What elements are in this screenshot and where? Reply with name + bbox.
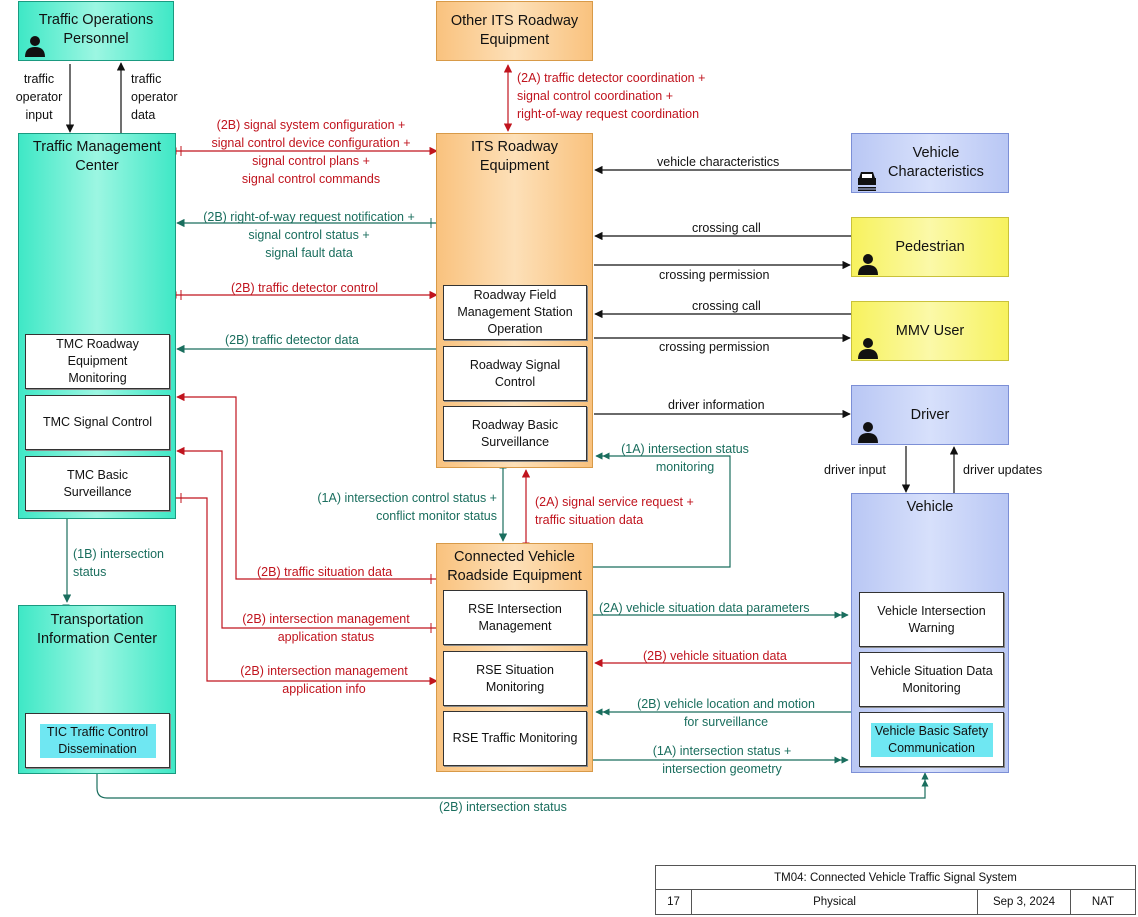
function-roadway-basic-surveillance: Roadway Basic Surveillance — [443, 406, 587, 461]
person-icon — [25, 36, 45, 57]
entity-title: Vehicle — [906, 499, 954, 515]
entity-vehicle-characteristics: Vehicle Characteristics — [851, 133, 1009, 193]
label-vehicle-situation-data: (2B) vehicle situation data — [643, 649, 787, 663]
label-driver-information: driver information — [668, 398, 765, 412]
function-tmc-roadway-equipment-monitoring: TMC Roadway Equipment Monitoring — [25, 334, 170, 389]
entity-traffic-management-center: Traffic Management Center — [18, 133, 176, 519]
label-crossing-permission-1: crossing permission — [659, 268, 770, 282]
entity-title: Traffic Operations Personnel — [38, 12, 154, 47]
function-roadway-signal-control: Roadway Signal Control — [443, 346, 587, 401]
flow-traffic-situation-data — [176, 392, 437, 580]
function-vehicle-situation-data-monitoring: Vehicle Situation Data Monitoring — [859, 652, 1004, 707]
label-vehicle-situation-params: (2A) vehicle situation data parameters — [599, 601, 810, 615]
function-tic-traffic-control-dissemination: TIC Traffic Control Dissemination — [25, 713, 170, 768]
label-detector-data: (2B) traffic detector data — [225, 333, 359, 347]
entity-driver: Driver — [851, 385, 1009, 445]
car-icon — [858, 172, 876, 191]
function-roadway-field-management-station: Roadway Field Management Station Operati… — [443, 285, 587, 340]
flow-intersection-mgmt-status — [176, 446, 437, 629]
entity-title: Vehicle Characteristics — [888, 145, 984, 180]
title-block-view: Physical — [691, 889, 978, 915]
title-block-title: TM04: Connected Vehicle Traffic Signal S… — [655, 865, 1136, 890]
entity-traffic-operations-personnel: Traffic Operations Personnel — [18, 1, 174, 61]
function-label: TIC Traffic Control Dissemination — [39, 723, 156, 758]
title-block-date: Sep 3, 2024 — [977, 889, 1071, 915]
function-label: Vehicle Basic Safety Communication — [870, 722, 993, 757]
label-row-notification: (2B) right-of-way request notification +… — [203, 210, 415, 260]
person-icon — [858, 422, 878, 443]
label-crossing-permission-2: crossing permission — [659, 340, 770, 354]
function-vehicle-basic-safety-communication: Vehicle Basic Safety Communication — [859, 712, 1004, 767]
label-coordination: (2A) traffic detector coordination +sign… — [517, 71, 706, 121]
label-driver-updates: driver updates — [963, 463, 1043, 477]
label-driver-input: driver input — [824, 463, 886, 477]
entity-other-its-roadway-equipment: Other ITS Roadway Equipment — [436, 1, 593, 61]
label-vehicle-characteristics: vehicle characteristics — [657, 155, 780, 169]
label-detector-control: (2B) traffic detector control — [231, 281, 379, 295]
person-icon — [858, 254, 878, 275]
entity-title: Pedestrian — [895, 239, 965, 255]
label-traffic-situation-data: (2B) traffic situation data — [257, 565, 393, 579]
entity-title: MMV User — [895, 323, 965, 339]
flow-intersection-mgmt-info — [176, 497, 438, 686]
entity-title: ITS Roadway Equipment — [470, 139, 559, 174]
title-block-number: 17 — [655, 889, 692, 915]
function-rse-intersection-management: RSE Intersection Management — [443, 590, 587, 645]
entity-title: Traffic Management Center — [32, 139, 162, 174]
function-rse-situation-monitoring: RSE Situation Monitoring — [443, 651, 587, 706]
label-crossing-call-2: crossing call — [692, 299, 761, 313]
entity-title: Other ITS Roadway Equipment — [450, 13, 579, 48]
label-crossing-call-1: crossing call — [692, 221, 761, 235]
flow-intersection-status-monitoring — [592, 452, 731, 568]
title-block-scope: NAT — [1070, 889, 1136, 915]
function-tmc-basic-surveillance: TMC Basic Surveillance — [25, 456, 170, 511]
entity-title: Driver — [910, 407, 950, 423]
entity-title: Connected Vehicle Roadside Equipment — [447, 549, 582, 584]
label-intersection-status-bottom: (2B) intersection status — [439, 800, 567, 814]
label-signal-service-request: (2A) signal service request +traffic sit… — [535, 495, 694, 527]
label-signal-config: (2B) signal system configuration +signal… — [211, 118, 411, 186]
entity-title: Transportation Information Center — [36, 612, 158, 647]
function-vehicle-intersection-warning: Vehicle Intersection Warning — [859, 592, 1004, 647]
function-tmc-signal-control: TMC Signal Control — [25, 395, 170, 450]
function-rse-traffic-monitoring: RSE Traffic Monitoring — [443, 711, 587, 766]
entity-mmv-user: MMV User — [851, 301, 1009, 361]
flow-intersection-status-bottom — [96, 772, 929, 799]
person-icon — [858, 338, 878, 359]
label-intersection-status-geometry: (1A) intersection status +intersection g… — [652, 744, 792, 776]
label-intersection-control-status: (1A) intersection control status +confli… — [317, 491, 497, 523]
entity-pedestrian: Pedestrian — [851, 217, 1009, 277]
